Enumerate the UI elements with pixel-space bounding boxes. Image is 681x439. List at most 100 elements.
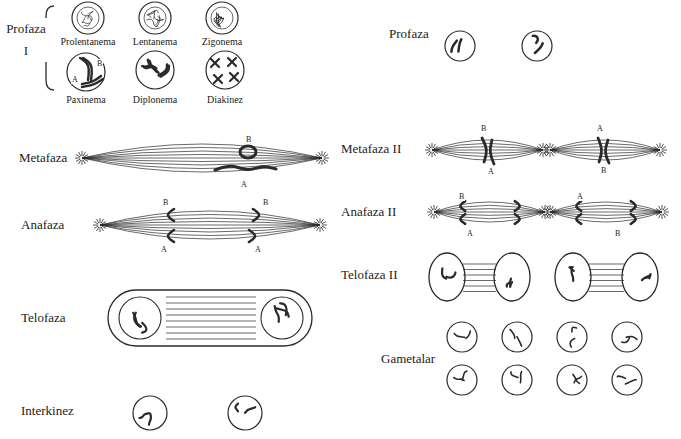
aster-ray (552, 146, 556, 149)
chromosome (215, 166, 276, 170)
chromosome-letter: B (600, 166, 607, 175)
stage-label: Gametalar (380, 352, 436, 367)
aster-ray (657, 152, 660, 156)
aster-ray (552, 213, 556, 216)
aster-ray (539, 144, 542, 148)
aster-ray (663, 206, 665, 210)
aster-ray (551, 144, 553, 148)
aster-ray (324, 154, 328, 157)
aster-ray (552, 150, 557, 151)
aster-ray (434, 214, 435, 219)
spindle-fiber (82, 148, 322, 159)
aster-ray (547, 152, 550, 156)
spindle-fiber (589, 264, 624, 265)
spindle-fiber (82, 158, 322, 165)
chromosome-letter: B (96, 59, 103, 68)
chromosome (240, 146, 256, 158)
aster-ray (552, 151, 556, 154)
stage-label: Telofaza (20, 311, 67, 326)
aster-ray (99, 218, 100, 223)
aster-ray (539, 213, 543, 216)
spindle-fiber (166, 327, 256, 328)
chromosome (451, 41, 456, 52)
aster-ray (100, 227, 101, 232)
aster-ray (433, 152, 436, 156)
chromosome (576, 201, 581, 211)
aster-ray (102, 221, 106, 224)
nucleus (211, 7, 233, 29)
chromosome (572, 269, 574, 281)
aster-ray (322, 225, 327, 226)
aster-ray (316, 219, 319, 223)
spindle-fiber (589, 275, 624, 276)
substage-label: Paxinema (65, 94, 106, 106)
spindle-fiber (100, 215, 320, 226)
aster-ray (428, 209, 432, 211)
stage-label: Profaza I (2, 18, 50, 62)
aster-ray (101, 219, 103, 223)
spindle-fiber (166, 303, 256, 304)
spindle-fiber (550, 209, 662, 212)
chromosome (235, 404, 238, 412)
chromosome (533, 36, 538, 43)
spindle-fiber (100, 225, 320, 226)
aster-ray (537, 151, 541, 154)
chromosome-letter: A (596, 124, 604, 133)
chromosome (253, 209, 259, 221)
spindle-fiber (434, 202, 545, 212)
cell-outline (139, 2, 171, 34)
chromosome (535, 43, 543, 53)
chromosome-letter: A (240, 180, 248, 189)
aster-ray (661, 144, 663, 148)
spindle-fiber (100, 211, 320, 225)
spindle-fiber (82, 158, 322, 172)
spindle-fiber (463, 275, 496, 276)
aster-ray (94, 226, 98, 229)
chromosome (631, 201, 636, 211)
aster-ray (544, 213, 548, 216)
aster-ray (316, 159, 320, 162)
chromosome (520, 371, 521, 382)
spindle-fiber (434, 209, 545, 212)
gamete-cell (557, 365, 587, 395)
spindle-fiber (463, 264, 496, 265)
aster-ray (434, 146, 438, 149)
chromosome-letter: A (160, 245, 168, 254)
spindle-fiber (434, 212, 545, 219)
spindle-fiber (550, 212, 662, 213)
chromosome (515, 214, 520, 224)
chromosome-letter: B (245, 135, 252, 144)
chromosome (466, 331, 470, 338)
aster-ray (431, 214, 434, 218)
chromosome-letter: B (162, 198, 169, 207)
aster-ray (83, 160, 86, 164)
aster-ray (654, 151, 658, 154)
aster-ray (322, 160, 323, 165)
chromosome (218, 14, 223, 23)
spindle-fiber (166, 309, 256, 310)
chromosome (446, 272, 455, 277)
aster-ray (663, 214, 666, 218)
spindle-fiber (82, 158, 322, 162)
aster-ray (435, 206, 437, 210)
aster-ray (655, 212, 660, 213)
aster-ray (324, 158, 329, 159)
chromosome (147, 19, 158, 26)
aster-ray (426, 147, 430, 149)
spindle-fiber (434, 212, 545, 213)
spindle-fiber (166, 321, 256, 322)
chromosome-letter: A (254, 245, 262, 254)
chromosome-letter: A (466, 229, 474, 238)
stage-label: Anafaza II (340, 205, 397, 220)
spindle-fiber (166, 333, 256, 334)
aster-ray (317, 227, 320, 231)
nucleus (144, 7, 166, 29)
spindle-fiber (82, 151, 322, 158)
aster-ray (546, 206, 549, 210)
spindle-fiber (550, 205, 662, 212)
spindle-fiber (550, 202, 662, 212)
spindle-fiber (100, 222, 320, 226)
aster-ray (314, 222, 318, 224)
chromosome (245, 407, 255, 413)
chromosome (511, 372, 518, 378)
